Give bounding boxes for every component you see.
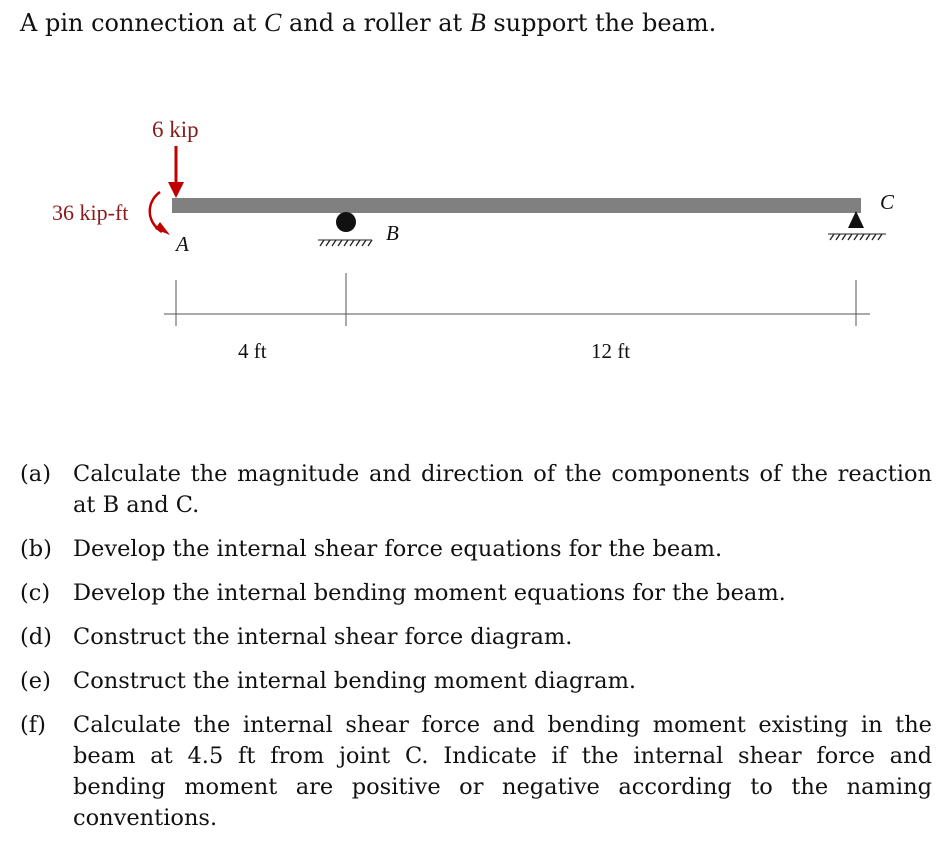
question-text: Develop the internal shear force equatio… <box>73 536 723 562</box>
question-tag: (b) <box>20 536 52 562</box>
question-text: Calculate the magnitude and direction of… <box>73 461 932 518</box>
label-c: C <box>880 190 895 214</box>
question-tag: (c) <box>20 580 51 606</box>
question-text: Construct the internal shear force diagr… <box>73 624 573 650</box>
pin-support-icon <box>828 211 886 241</box>
question-item: (d) Construct the internal shear force d… <box>20 622 932 653</box>
question-text: Construct the internal bending moment di… <box>73 668 637 694</box>
load-label: 6 kip <box>152 117 199 142</box>
dimension-lines <box>164 273 870 326</box>
question-tag: (d) <box>20 624 52 650</box>
question-text: Develop the internal bending moment equa… <box>73 580 786 606</box>
label-b-inline: B <box>469 8 486 37</box>
label-a: A <box>174 232 189 256</box>
question-item: (f) Calculate the internal shear force a… <box>20 710 932 834</box>
question-tag: (a) <box>20 461 51 487</box>
question-item: (c) Develop the internal bending moment … <box>20 578 932 609</box>
moment-arrow-icon <box>148 190 170 235</box>
question-list: (a) Calculate the magnitude and directio… <box>20 459 932 847</box>
question-tag: (f) <box>20 712 46 738</box>
problem-statement: A pin connection at C and a roller at B … <box>20 8 717 37</box>
question-text: Calculate the internal shear force and b… <box>73 712 932 831</box>
label-c-inline: C <box>263 8 282 37</box>
load-arrow-icon <box>168 146 184 198</box>
question-item: (e) Construct the internal bending momen… <box>20 666 932 697</box>
question-tag: (e) <box>20 668 51 694</box>
question-item: (a) Calculate the magnitude and directio… <box>20 459 932 521</box>
roller-support-icon <box>318 212 373 247</box>
question-item: (b) Develop the internal shear force equ… <box>20 534 932 565</box>
label-b: B <box>386 221 399 245</box>
dimension-ab: 4 ft <box>238 339 267 363</box>
beam-diagram: 6 kip 36 kip-ft A B C 4 ft 12 ft <box>52 117 895 363</box>
moment-label: 36 kip-ft <box>52 200 128 225</box>
beam <box>172 198 861 213</box>
dimension-bc: 12 ft <box>591 339 630 363</box>
